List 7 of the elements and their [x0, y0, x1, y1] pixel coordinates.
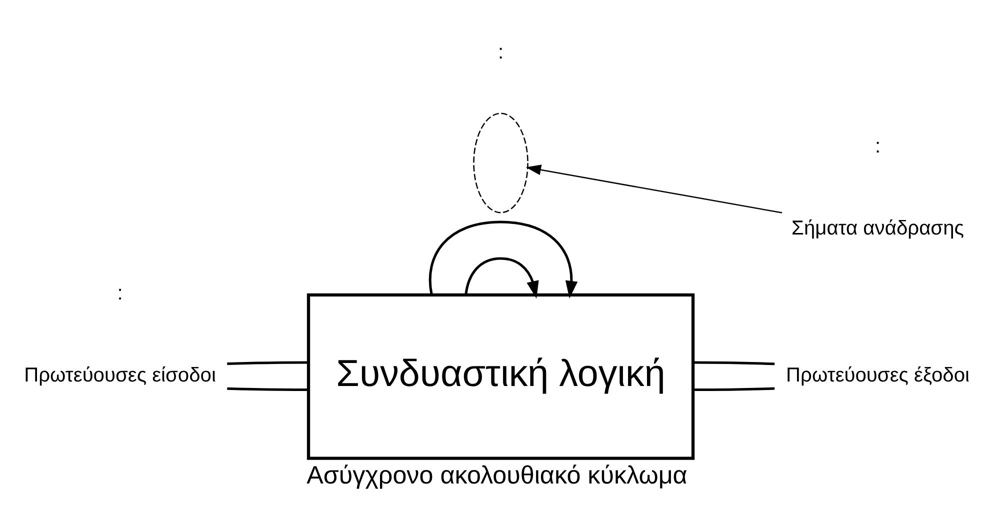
node-text: Πρωτεύουσες έξοδοι	[786, 364, 970, 386]
label: :	[498, 41, 504, 64]
label: :	[874, 136, 881, 158]
node-text: Σήματα ανάδρασης	[792, 217, 964, 240]
node-text: Πρωτεύουσες είσοδοι	[24, 364, 216, 386]
caption: Ασύγχρονο ακολουθιακό κύκλωμα	[306, 461, 688, 490]
label: :	[117, 282, 123, 305]
